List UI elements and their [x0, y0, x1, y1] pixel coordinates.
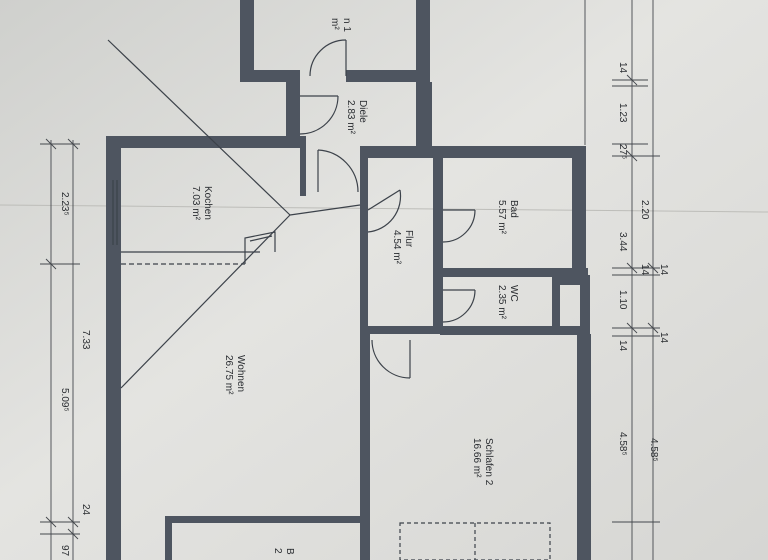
dimension-labels-left: 7.33 2.23⁵ 5.09⁵ 24 97	[59, 192, 91, 557]
dim-right-outer-0: 14	[658, 264, 669, 276]
dim-right-3: 2.20	[639, 200, 650, 220]
dim-right-1: 1.23	[617, 103, 628, 123]
room-wohnen: Wohnen 26.75 m²	[223, 355, 246, 395]
room-bad-area: 5.57 m²	[496, 200, 507, 235]
room-kochen: Kochen 7.03 m²	[190, 186, 213, 221]
room-wohnen-name: Wohnen	[235, 355, 246, 392]
room-flur-name: Flur	[403, 230, 414, 248]
dim-right-7: 14	[617, 340, 628, 352]
dim-right-4: 3.44	[617, 232, 628, 252]
room-zimmer1-area: m²	[329, 18, 340, 30]
room-schlafen2-area: 16.66 m²	[471, 438, 482, 478]
dim-right-0: 14	[617, 62, 628, 74]
dim-left-0: 2.23⁵	[59, 192, 70, 216]
dim-left-2: 24	[80, 504, 91, 516]
room-labels: n 1 m² Diele 2.83 m² Kochen 7.03 m² Bad …	[190, 18, 519, 555]
dim-right-5: 14	[639, 264, 650, 276]
paper-fold	[0, 204, 768, 213]
dim-left-3: 97	[59, 545, 70, 557]
room-kochen-area: 7.03 m²	[190, 186, 201, 221]
diagonal-lines	[107, 39, 361, 389]
dim-right-6: 1.10	[617, 290, 628, 310]
kitchen-window	[112, 180, 118, 245]
walls	[106, 0, 591, 560]
wardrobe	[399, 522, 551, 560]
room-zimmer1-name: n 1	[341, 18, 352, 32]
room-bad-name: Bad	[508, 200, 519, 218]
dimension-lines-right	[584, 0, 660, 560]
room-flur: Flur 4.54 m²	[391, 230, 414, 265]
doors	[299, 39, 476, 379]
room-balkon: B 2	[272, 548, 295, 555]
room-wc: WC 2.35 m²	[496, 285, 519, 320]
room-kochen-name: Kochen	[202, 186, 213, 220]
dim-right-8: 4.58⁵	[617, 432, 628, 456]
room-diele-area: 2.83 m²	[345, 100, 356, 135]
dimension-lines-left	[40, 138, 80, 560]
dim-right-outer-2: 4.58⁵	[648, 438, 659, 462]
room-wc-area: 2.35 m²	[496, 285, 507, 320]
dim-left-1: 5.09⁵	[59, 388, 70, 412]
room-diele-name: Diele	[357, 100, 368, 123]
dim-left-outer-0: 7.33	[80, 330, 91, 350]
room-flur-area: 4.54 m²	[391, 230, 402, 265]
room-diele: Diele 2.83 m²	[345, 100, 368, 135]
room-schlafen2-name: Schlafen 2	[483, 438, 494, 486]
room-zimmer1: n 1 m²	[329, 18, 352, 32]
dimension-labels-right: 14 1.23 27⁵ 2.20 3.44 14 1.10 14 4.58⁵ 1…	[617, 62, 669, 462]
room-schlafen2: Schlafen 2 16.66 m²	[471, 438, 494, 486]
room-bad: Bad 5.57 m²	[496, 200, 519, 235]
room-balkon-name: B	[284, 548, 295, 555]
kitchen-counter	[121, 231, 276, 265]
room-wc-name: WC	[508, 285, 519, 302]
room-balkon-area: 2	[272, 548, 283, 554]
dim-right-outer-1: 14	[658, 332, 669, 344]
room-wohnen-area: 26.75 m²	[223, 355, 234, 395]
dim-right-2: 27⁵	[617, 144, 628, 159]
